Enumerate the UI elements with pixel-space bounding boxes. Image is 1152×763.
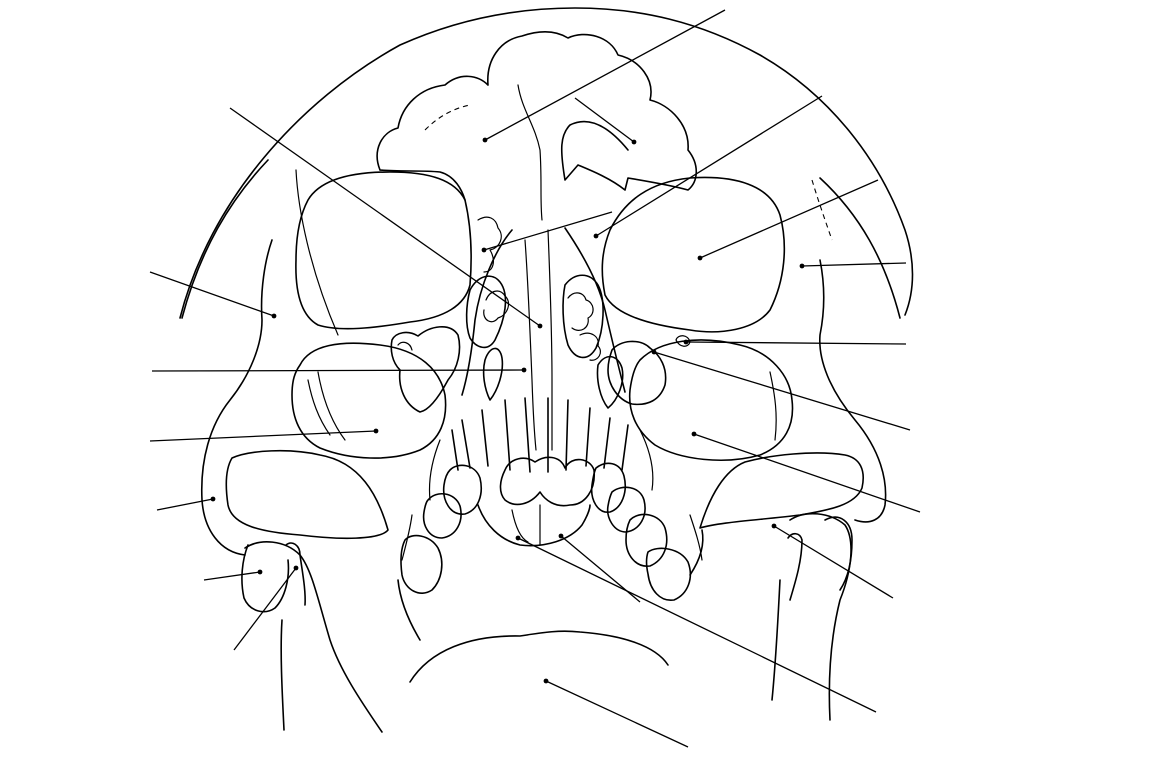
orbit-right-dash [812, 180, 832, 240]
leader-dot [800, 264, 805, 269]
frontal-sinus-dash [425, 105, 470, 130]
maxillary-sinus-left [292, 343, 446, 458]
leader-dot [544, 679, 549, 684]
middle-meatus-left [484, 348, 503, 400]
temporal-right [820, 178, 900, 318]
face-contour-left [202, 240, 272, 555]
leader-line [204, 572, 260, 580]
leader-line [234, 568, 296, 650]
leader-line [802, 263, 906, 266]
upper-premolar-left [444, 465, 482, 514]
leader-dot [632, 140, 637, 145]
lacrimal-left [391, 327, 459, 412]
leader-dot [684, 340, 689, 345]
upper-teeth [452, 398, 628, 472]
frontal-sinus [377, 32, 696, 190]
leader-lines [150, 10, 920, 747]
condyle-left [242, 545, 289, 612]
ethmoid-cells-left [478, 217, 509, 322]
lacrimal-right [608, 341, 666, 404]
lower-molar-right-2 [647, 548, 691, 600]
face-contour-right [820, 260, 886, 522]
orbit-right [602, 177, 784, 331]
leader-dot [692, 432, 697, 437]
maxillary-sinus-left-ridge [308, 372, 345, 440]
mandible-base-left [281, 620, 284, 730]
frontal-sinus-septum [518, 85, 542, 220]
cranium-outline [180, 8, 913, 318]
leader-line [575, 98, 634, 142]
leader-dot [559, 534, 564, 539]
condyle-right [825, 517, 852, 590]
leader-dot [522, 368, 527, 373]
leader-dot [772, 524, 777, 529]
lower-jaw-front [478, 505, 590, 546]
leader-dot [698, 256, 703, 261]
leader-dot [594, 234, 599, 239]
mandible-chin-curve [410, 631, 668, 682]
nasal-aperture-right [565, 228, 625, 392]
leader-dot [272, 314, 277, 319]
upper-molar-left [424, 494, 461, 538]
leader-line [230, 108, 540, 326]
zygomatic-arch-left [226, 451, 388, 539]
leader-dot [482, 248, 487, 253]
leader-line [700, 180, 878, 258]
orbit-left-rim [296, 170, 338, 335]
leader-line [157, 499, 213, 510]
dental-arcade-right [640, 430, 702, 560]
orbit-left [296, 172, 471, 329]
leader-dot [211, 497, 216, 502]
temporal-left [182, 160, 268, 318]
leader-line [774, 526, 893, 598]
leader-dot [258, 570, 263, 575]
leader-dot [374, 429, 379, 434]
coronoid-right [788, 534, 802, 600]
leader-line [150, 272, 274, 316]
leader-line [561, 536, 640, 602]
leader-dot [516, 536, 521, 541]
mandible-ramus-right [790, 514, 851, 720]
dental-arcade-left [402, 440, 440, 560]
mandible-ramus-left [245, 542, 382, 732]
leader-line [686, 342, 906, 344]
mandible-base-right [772, 580, 780, 700]
leader-line [546, 681, 688, 747]
lower-molars-left [401, 536, 442, 594]
leader-line [596, 96, 822, 236]
leader-dot [294, 566, 299, 571]
leader-dot [483, 138, 488, 143]
leader-dot [538, 324, 543, 329]
leader-dot [652, 350, 657, 355]
maxillary-sinus-right-ridge [770, 372, 776, 440]
leader-line [654, 352, 910, 430]
